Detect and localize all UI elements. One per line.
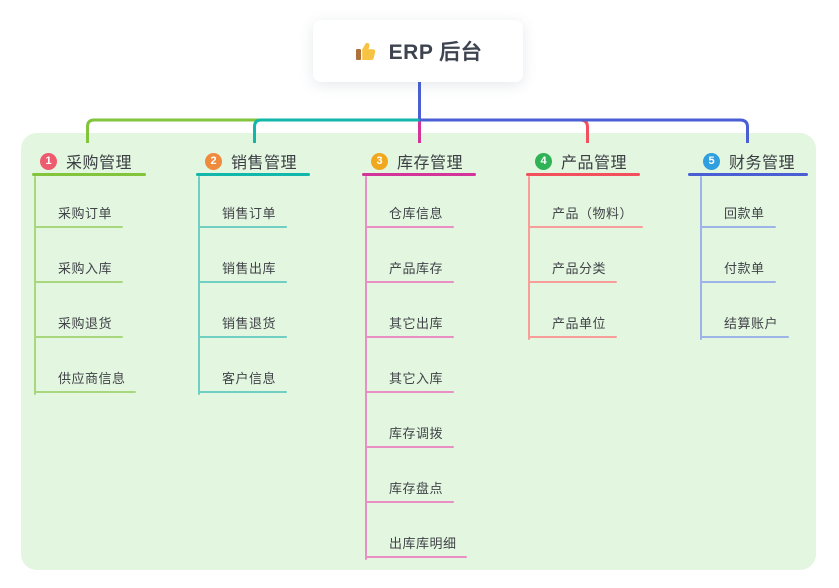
child-underline — [528, 336, 617, 338]
child-node-label: 供应商信息 — [58, 371, 126, 386]
child-node-label: 库存调拨 — [389, 426, 444, 441]
child-node[interactable]: 产品单位 — [528, 315, 617, 338]
child-underline — [528, 281, 617, 283]
child-node-label: 仓库信息 — [389, 206, 444, 221]
thumbs-up-icon — [354, 39, 378, 63]
child-node[interactable]: 采购入库 — [34, 260, 123, 283]
child-node[interactable]: 结算账户 — [700, 315, 789, 338]
branches-panel — [21, 133, 816, 570]
branch-node-1[interactable]: 1 采购管理 — [40, 151, 133, 172]
child-underline — [365, 391, 454, 393]
child-underline — [34, 226, 123, 228]
branch-node-3[interactable]: 3 库存管理 — [371, 151, 464, 172]
child-node[interactable]: 销售退货 — [198, 315, 287, 338]
branch-node-5[interactable]: 5 财务管理 — [703, 151, 796, 172]
child-node[interactable]: 产品（物料） — [528, 205, 643, 228]
child-node-label: 回款单 — [724, 206, 765, 221]
child-underline — [365, 281, 454, 283]
children-connector-line — [700, 176, 702, 340]
children-connector-line — [34, 176, 36, 395]
branch-number-badge: 4 — [535, 152, 552, 170]
branch-label-text: 销售管理 — [231, 155, 298, 172]
root-node-erp[interactable]: ERP 后台 — [313, 20, 523, 82]
child-node-label: 其它出库 — [389, 316, 444, 331]
child-node-label: 产品分类 — [552, 261, 607, 276]
child-underline — [700, 281, 776, 283]
child-node[interactable]: 供应商信息 — [34, 370, 136, 393]
branch-underline — [688, 173, 808, 176]
child-node[interactable]: 销售订单 — [198, 205, 287, 228]
child-underline — [198, 391, 287, 393]
child-node-label: 产品（物料） — [552, 206, 634, 221]
child-underline — [528, 226, 643, 228]
branch-number-badge: 1 — [40, 152, 57, 170]
child-node[interactable]: 产品分类 — [528, 260, 617, 283]
child-node[interactable]: 仓库信息 — [365, 205, 454, 228]
children-connector-line — [528, 176, 530, 340]
child-underline — [34, 336, 123, 338]
child-node-label: 产品单位 — [552, 316, 607, 331]
child-node-label: 其它入库 — [389, 371, 444, 386]
child-node-label: 客户信息 — [222, 371, 277, 386]
child-underline — [700, 226, 776, 228]
child-node[interactable]: 库存盘点 — [365, 480, 454, 503]
child-underline — [198, 336, 287, 338]
child-node-label: 付款单 — [724, 261, 765, 276]
child-node-label: 结算账户 — [724, 316, 779, 331]
branch-number-badge: 2 — [205, 152, 222, 170]
child-node[interactable]: 客户信息 — [198, 370, 287, 393]
child-node-label: 采购退货 — [58, 316, 113, 331]
child-node[interactable]: 采购退货 — [34, 315, 123, 338]
child-underline — [365, 226, 454, 228]
child-node[interactable]: 其它出库 — [365, 315, 454, 338]
child-node[interactable]: 产品库存 — [365, 260, 454, 283]
child-node[interactable]: 销售出库 — [198, 260, 287, 283]
child-underline — [34, 391, 136, 393]
child-underline — [365, 336, 454, 338]
child-node[interactable]: 付款单 — [700, 260, 776, 283]
child-underline — [365, 446, 454, 448]
branch-underline — [362, 173, 476, 176]
child-underline — [700, 336, 789, 338]
child-node-label: 产品库存 — [389, 261, 444, 276]
child-node-label: 销售退货 — [222, 316, 277, 331]
child-underline — [34, 281, 123, 283]
branch-label-text: 采购管理 — [66, 155, 133, 172]
child-node[interactable]: 库存调拨 — [365, 425, 454, 448]
branch-number-badge: 5 — [703, 152, 720, 170]
branch-underline — [32, 173, 146, 176]
child-node-label: 采购订单 — [58, 206, 113, 221]
branch-label-text: 产品管理 — [561, 155, 628, 172]
branch-node-4[interactable]: 4 产品管理 — [535, 151, 628, 172]
branch-label-text: 财务管理 — [729, 155, 796, 172]
child-node[interactable]: 采购订单 — [34, 205, 123, 228]
child-node[interactable]: 出库库明细 — [365, 535, 467, 558]
child-node[interactable]: 回款单 — [700, 205, 776, 228]
child-underline — [365, 501, 454, 503]
child-underline — [198, 226, 287, 228]
branch-underline — [526, 173, 640, 176]
branch-underline — [196, 173, 310, 176]
branch-label-text: 库存管理 — [397, 155, 464, 172]
branch-number-badge: 3 — [371, 152, 388, 170]
child-node-label: 销售出库 — [222, 261, 277, 276]
children-connector-line — [365, 176, 367, 560]
child-underline — [198, 281, 287, 283]
branch-node-2[interactable]: 2 销售管理 — [205, 151, 298, 172]
children-connector-line — [198, 176, 200, 395]
child-node-label: 采购入库 — [58, 261, 113, 276]
child-node-label: 销售订单 — [222, 206, 277, 221]
child-node-label: 出库库明细 — [389, 536, 457, 551]
child-node[interactable]: 其它入库 — [365, 370, 454, 393]
child-node-label: 库存盘点 — [389, 481, 444, 496]
root-node-label: ERP 后台 — [388, 41, 483, 64]
child-underline — [365, 556, 467, 558]
